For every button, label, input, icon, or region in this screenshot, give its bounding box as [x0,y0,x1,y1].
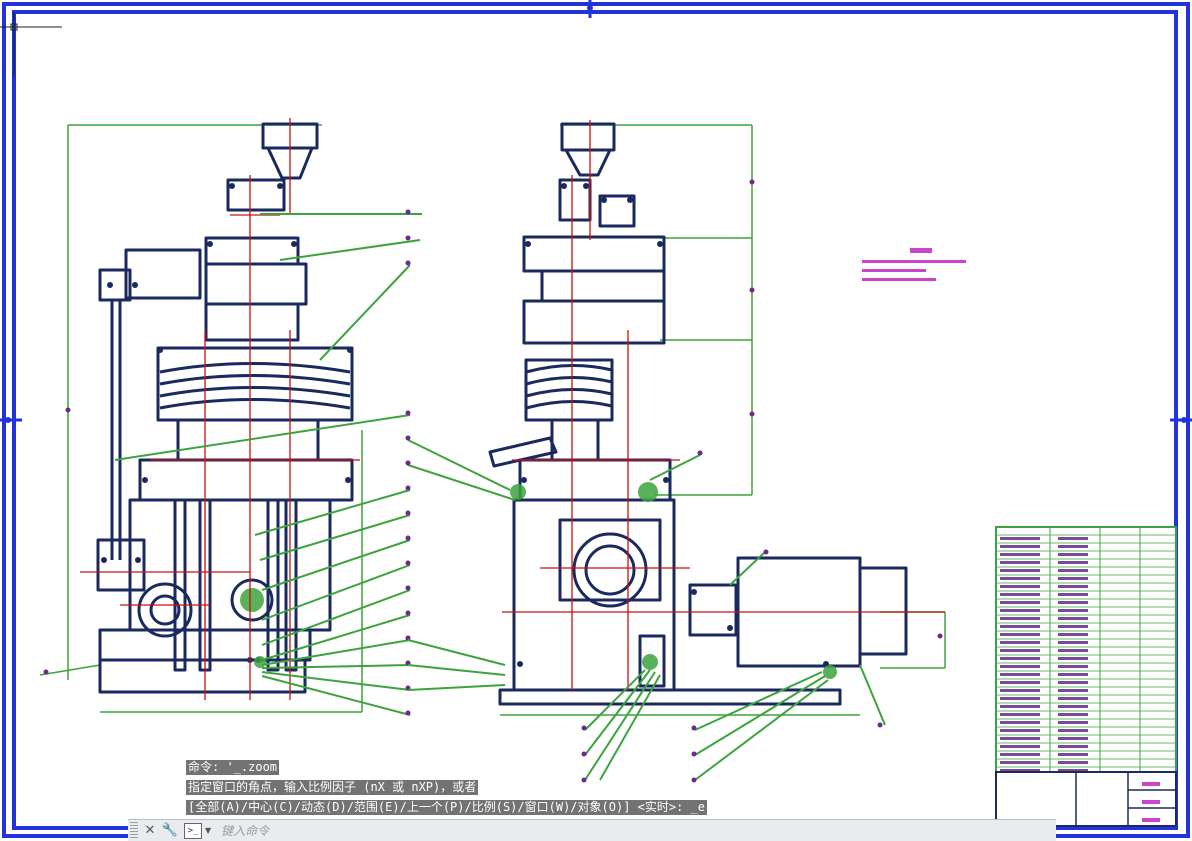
front-view [39,118,422,716]
command-input[interactable] [219,821,1056,840]
crosshair-cursor [0,12,62,76]
parts-list [995,526,1177,827]
drag-handle[interactable] [130,822,138,839]
command-history-line-1: 命令: '_.zoom [186,760,280,775]
chevron-down-icon[interactable]: ▼ [205,826,212,835]
command-prompt-icon[interactable]: >_ [184,822,202,839]
wrench-icon[interactable]: 🔧 [161,823,179,838]
side-view [405,120,946,783]
command-history-line-3: [全部(A)/中心(C)/动态(D)/范围(E)/上一个(P)/比例(S)/窗口… [186,800,707,815]
technical-notes [862,248,966,281]
command-history-line-2: 指定窗口的角点，输入比例因子 (nX 或 nXP)，或者 [186,780,479,795]
close-icon[interactable]: ✕ [144,823,156,838]
command-line-bar: ✕ 🔧 >_ ▼ [128,819,1056,841]
